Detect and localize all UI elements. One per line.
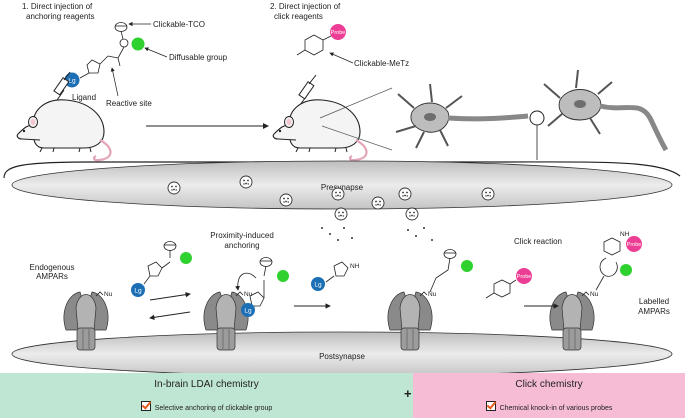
labelled-label-2: AMPARs	[638, 307, 670, 316]
probe-dot-mid	[516, 268, 532, 284]
probe-dot-final	[626, 236, 642, 252]
probe-dot-top	[330, 24, 346, 40]
ldai-panel-note-row: Selective anchoring of clickable group	[0, 401, 413, 412]
diffusable-group-label: Diffusable group	[169, 53, 228, 62]
ligand-dot-3	[241, 303, 255, 317]
nu-label-4: Nu	[590, 291, 599, 298]
probe-badge-final: Probe	[627, 242, 642, 248]
step1-title-line1: 1. Direct injection of	[22, 2, 93, 11]
ldai-panel: In-brain LDAI chemistry Selective anchor…	[0, 373, 413, 418]
ligand-badge-4: Lg	[314, 282, 322, 289]
labelled-product	[595, 237, 621, 291]
diffusable-dot-5	[620, 264, 632, 276]
nu-label-3: Nu	[428, 291, 437, 298]
diffusable-group-dot	[131, 37, 145, 51]
endogenous-label-2: AMPARs	[36, 272, 68, 281]
mouse-1	[16, 98, 112, 162]
endogenous-label-1: Endogenous	[30, 263, 75, 272]
anchoring-reagent-structure	[79, 22, 129, 79]
step1-title-line2: anchoring reagents	[26, 12, 95, 21]
diffusable-dot-3	[277, 270, 289, 282]
clickable-metz-label: Clickable-MeTz	[354, 59, 409, 68]
click-panel-title: Click chemistry	[515, 379, 583, 390]
nh-label-2: NH	[620, 231, 630, 238]
reactive-site-label: Reactive site	[106, 99, 152, 108]
neuron-illustration	[395, 69, 669, 160]
presynapse-label: Presynapse	[321, 183, 364, 192]
neurotransmitter-dots	[321, 227, 433, 241]
bound-complex	[249, 257, 273, 307]
metz-structure	[296, 34, 332, 56]
probe-badge-top: Probe	[331, 30, 346, 36]
click-panel-note: Chemical knock-in of various probes	[499, 405, 613, 412]
nh-label-1: NH	[350, 263, 360, 270]
checkbox-icon	[140, 401, 151, 411]
plus-sign: +	[404, 386, 412, 401]
proximity-label-2: anchoring	[224, 241, 259, 250]
ligand-dot-2	[131, 283, 145, 297]
ligand-badge-2: Lg	[134, 288, 142, 295]
click-panel-note-row: Chemical knock-in of various probes	[413, 401, 685, 412]
checkbox-icon	[485, 401, 496, 411]
mouse-2	[272, 98, 368, 162]
probe-badge-mid: Probe	[517, 274, 532, 280]
ligand-badge-3: Lg	[244, 308, 252, 315]
metz-cleft	[485, 279, 517, 299]
step2-title-line1: 2. Direct injection of	[270, 2, 341, 11]
ldai-panel-note: Selective anchoring of clickable group	[154, 405, 273, 412]
free-reagent	[143, 241, 177, 285]
step2-title-line2: click reagents	[274, 12, 323, 21]
click-reaction-label: Click reaction	[514, 237, 562, 246]
proximity-label-1: Proximity-induced	[210, 231, 274, 240]
postsynapse-label: Postsynapse	[319, 352, 365, 361]
ldai-panel-title: In-brain LDAI chemistry	[154, 379, 259, 390]
nu-label-2: Nu	[244, 291, 253, 298]
ligand-label: Ligand	[72, 93, 96, 102]
diffusable-dot-2	[180, 252, 192, 264]
nu-sites	[95, 291, 590, 297]
nu-label-1: Nu	[104, 291, 113, 298]
clickable-tco-label: Clickable-TCO	[153, 20, 205, 29]
ligand-badge-label: Lg	[68, 78, 76, 85]
zoom-bracket	[3, 161, 681, 179]
click-panel: Click chemistry Chemical knock-in of var…	[413, 373, 685, 418]
labelled-label-1: Labelled	[639, 297, 669, 306]
diffusable-dot-4	[461, 260, 473, 272]
anchored-tco	[429, 249, 457, 293]
ligand-dot	[64, 72, 80, 88]
released-ligand	[325, 261, 349, 283]
ligand-dot-4	[311, 277, 325, 291]
